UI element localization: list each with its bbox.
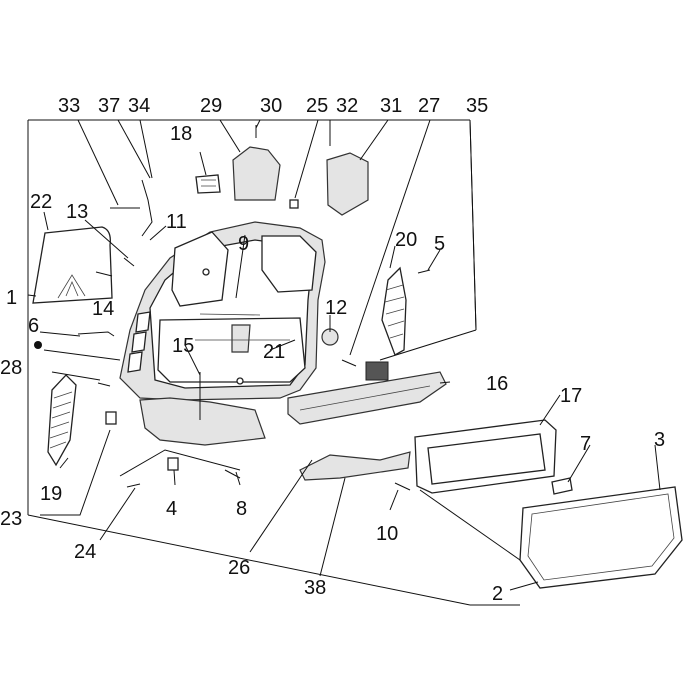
callout-17: 17 xyxy=(560,385,582,407)
callout-16: 16 xyxy=(486,373,508,395)
callout-35: 34 xyxy=(128,95,150,117)
callout-29: 29 xyxy=(200,95,222,117)
callout-6: 6 xyxy=(28,315,39,337)
callout-11: 11 xyxy=(166,211,187,233)
callout-24: 24 xyxy=(74,541,96,563)
callout-14: 14 xyxy=(92,298,114,320)
part-3-lens xyxy=(519,486,683,589)
callout-labels: 33 37 34 29 30 25 32 31 27 35 18 22 13 1… xyxy=(0,95,665,605)
callout-2: 2 xyxy=(492,583,503,605)
callout-4: 4 xyxy=(166,498,177,520)
callout-30: 30 xyxy=(260,95,282,117)
leader-lines xyxy=(27,119,661,591)
main-body-shell xyxy=(119,221,326,446)
callout-19: 19 xyxy=(40,483,62,505)
callout-9: 9 xyxy=(238,233,249,255)
callout-28: 28 xyxy=(0,357,22,379)
callout-20: 20 xyxy=(395,229,417,251)
callout-32: 32 xyxy=(336,95,358,117)
callout-23: 23 xyxy=(0,508,22,530)
part-18-clip xyxy=(195,174,221,194)
fasteners xyxy=(77,125,573,495)
callout-10: 10 xyxy=(376,523,398,545)
part-33-bulb-holder xyxy=(365,361,389,381)
callout-34: 33 xyxy=(58,95,80,117)
callout-27: 27 xyxy=(418,95,440,117)
callout-15: 15 xyxy=(172,335,194,357)
callout-21: 21 xyxy=(263,341,285,363)
callout-8: 8 xyxy=(236,498,247,520)
callout-33: 35 xyxy=(466,95,488,117)
callout-22: 22 xyxy=(30,191,52,213)
callout-5: 5 xyxy=(434,233,445,255)
part-38-lower-panel xyxy=(299,451,411,481)
callout-31: 31 xyxy=(380,95,402,117)
callout-25: 25 xyxy=(306,95,328,117)
part-19-side-grille xyxy=(47,374,77,467)
callout-26: 26 xyxy=(228,557,250,579)
callout-3: 3 xyxy=(654,429,665,451)
part-16-trim-strip xyxy=(287,371,447,425)
callout-18: 18 xyxy=(170,123,192,145)
callout-38: 38 xyxy=(304,577,326,599)
part-22-screen xyxy=(32,226,113,304)
callout-12: 12 xyxy=(325,297,347,319)
part-29-cover xyxy=(232,146,281,201)
part-17-frame xyxy=(414,419,557,494)
callout-13: 13 xyxy=(66,201,88,223)
part-31-cover xyxy=(326,152,369,216)
callout-7: 7 xyxy=(580,433,591,455)
part-20-side-grille xyxy=(381,266,407,356)
callout-37: 37 xyxy=(98,95,120,117)
reference-dot xyxy=(34,341,42,349)
callout-1: 1 xyxy=(6,287,17,309)
